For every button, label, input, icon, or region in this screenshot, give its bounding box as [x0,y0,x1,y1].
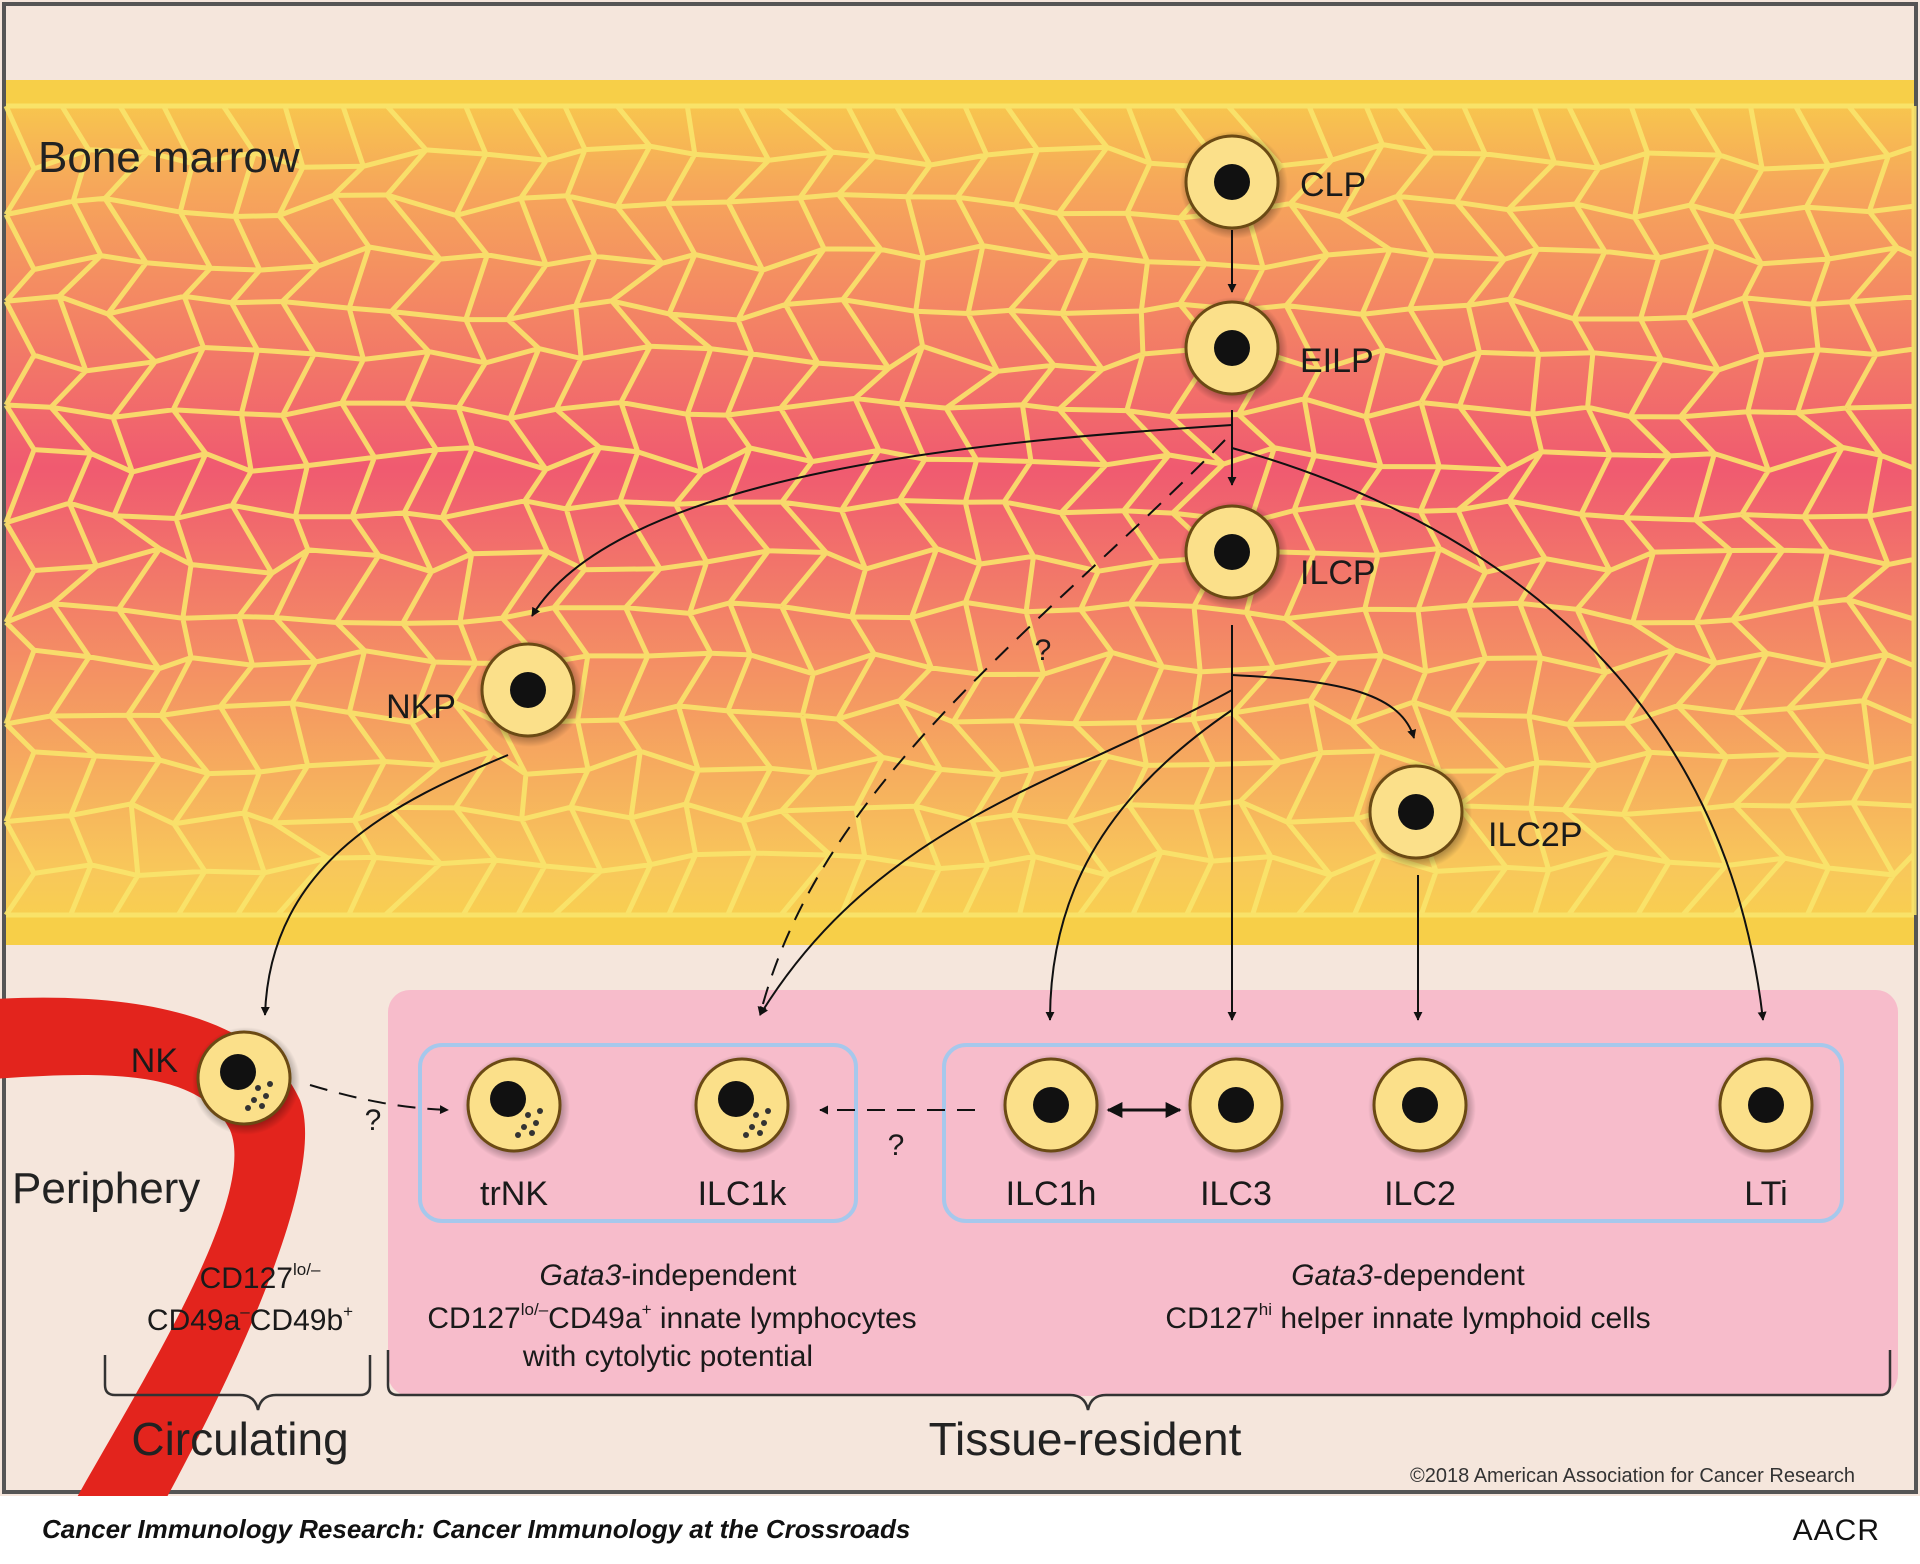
gata3-independent-description: with cytolytic potential [522,1340,813,1373]
ilc1h-nucleus [1033,1087,1069,1123]
nk-granule [255,1085,261,1091]
ilc1k-label: ILC1k [698,1175,788,1213]
gata3-independent-title: Gata3-independent [540,1259,798,1292]
arrow-eilp-lti [1231,447,1767,1021]
eilp-nucleus [1214,330,1250,366]
gata3-independent-box [418,1043,858,1223]
nk-nucleus [220,1054,256,1090]
tissue-resident-bracket [386,1350,1892,1411]
arrow-nk-trnk-dashed [309,1084,449,1115]
aacr-logo: AACR [1793,1514,1880,1547]
bone-marrow-band [6,80,1914,942]
eilp-label: EILP [1300,342,1374,380]
ilc3-nucleus [1218,1087,1254,1123]
nk-granule [267,1081,273,1087]
ilc1h-cell [999,1054,1107,1162]
circulating-bracket [103,1355,372,1411]
lineage-arrows [260,230,1767,1118]
gata3-dependent-markers: CD127hi helper innate lymphoid cells [1165,1300,1650,1335]
arrow-eilp-ilc1k-dashed [757,439,1226,1016]
trnk-granule [515,1132,521,1138]
footer-bar [0,1496,1920,1559]
question-mark-eilp-ilc1k: ? [1035,634,1052,667]
arrow-ilcp-ilc2p [1231,625,1417,739]
ilc2p-label: ILC2P [1488,816,1583,854]
ilc1k-nucleus [718,1081,754,1117]
ilc3-cell [1184,1054,1292,1162]
ilcp-cell [1180,501,1288,609]
gata3-dependent-title: Gata3-dependent [1291,1259,1525,1292]
tissue-resident-panel [388,990,1898,1396]
trabecular-network [3,103,1917,918]
tissue-resident-label: Tissue-resident [929,1413,1242,1465]
nkp-label: NKP [386,688,456,726]
nk-granule [245,1105,251,1111]
bone-marrow-label: Bone marrow [38,133,300,182]
ilc1h-label: ILC1h [1006,1175,1097,1213]
ilc1k-granule [753,1112,759,1118]
circulating-label: Circulating [131,1413,348,1465]
ilcp-nucleus [1214,534,1250,570]
nk-cell [192,1027,300,1135]
arrow-ilcp-ilc1h [1045,709,1233,1021]
periphery-label: Periphery [12,1164,200,1213]
ilc1k-granule [761,1120,767,1126]
ilc3-label: ILC3 [1200,1175,1272,1213]
ilc2-label: ILC2 [1384,1175,1456,1213]
clp-label: CLP [1300,166,1366,204]
lti-nucleus [1748,1087,1784,1123]
ilc2-cell [1368,1054,1476,1162]
clp-cell [1180,131,1288,239]
bone-marrow-region [3,80,1917,945]
nk-granule [263,1093,269,1099]
question-mark-ilc1h-ilc1k: ? [888,1129,905,1162]
nkp-nucleus [510,672,546,708]
trabecular-mesh [3,103,1917,918]
gata3-independent-markers: CD127lo/–CD49a+ innate lymphocytes [427,1300,916,1335]
nkp-cell [476,639,584,747]
eilp-cell [1180,297,1288,405]
cells-layer [192,131,1822,1162]
trnk-granule [525,1112,531,1118]
circulating-marker-line1: CD127lo/– [200,1260,321,1295]
nk-granule [251,1097,257,1103]
question-mark-nk-trnk: ? [365,1104,382,1137]
trnk-cell [462,1054,570,1162]
trnk-granule [533,1120,539,1126]
clp-nucleus [1214,164,1250,200]
nk-label: NK [131,1042,179,1080]
bone-top-edge [6,80,1914,106]
ilcp-label: ILCP [1300,554,1376,592]
lti-cell [1714,1054,1822,1162]
trnk-granule [521,1124,527,1130]
lti-label: LTi [1744,1175,1787,1213]
arrow-eilp-nkp [531,424,1233,617]
ilc1k-cell [690,1054,798,1162]
ilc2p-cell [1364,761,1472,869]
trnk-granule [529,1130,535,1136]
trnk-nucleus [490,1081,526,1117]
trnk-label: trNK [480,1175,548,1213]
bone-bottom-edge [6,915,1914,945]
ilc1k-granule [765,1108,771,1114]
circulating-marker-line2: CD49a–CD49b+ [147,1302,353,1337]
ilc1k-granule [749,1124,755,1130]
copyright-notice: ©2018 American Association for Cancer Re… [1410,1465,1855,1487]
journal-title: Cancer Immunology Research: Cancer Immun… [42,1514,910,1544]
trnk-granule [537,1108,543,1114]
arrow-nkp-nk [260,754,509,1016]
gata3-dependent-box [942,1043,1844,1223]
ilc1k-granule [743,1132,749,1138]
arrow-ilcp-ilc1k [759,689,1233,1016]
nk-granule [259,1103,265,1109]
ilc2p-nucleus [1398,794,1434,830]
ilc1k-granule [757,1130,763,1136]
ilc2-nucleus [1402,1087,1438,1123]
